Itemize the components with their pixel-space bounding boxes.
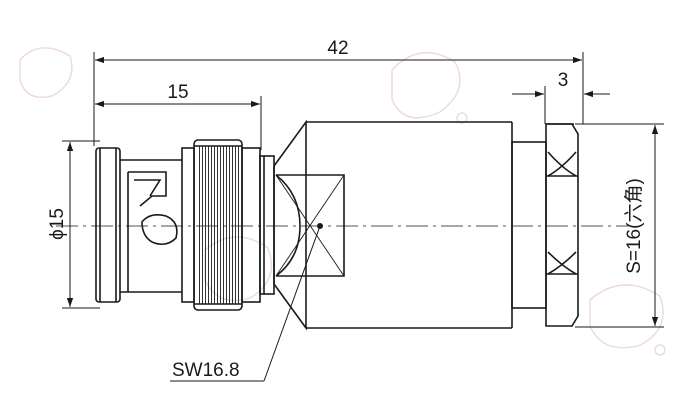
overall-length-dimension: 42 [93, 38, 584, 146]
wrench-flat-label: SW16.8 [172, 360, 240, 381]
hex-size-dimension: S=16(六角) [575, 123, 664, 328]
nut-length-dimension: 3 [512, 70, 610, 124]
plug-length-label: 15 [167, 82, 188, 103]
plug-length-dimension: 15 [95, 82, 262, 150]
diameter-dimension: ϕ15 [47, 140, 100, 309]
wrench-flat-callout: SW16.8 [170, 225, 321, 382]
bnc-connector [56, 119, 630, 331]
diameter-label: ϕ15 [47, 208, 68, 240]
overall-length-label: 42 [327, 38, 348, 59]
nut-length-label: 3 [558, 70, 569, 91]
hex-size-label: S=16(六角) [623, 178, 645, 274]
